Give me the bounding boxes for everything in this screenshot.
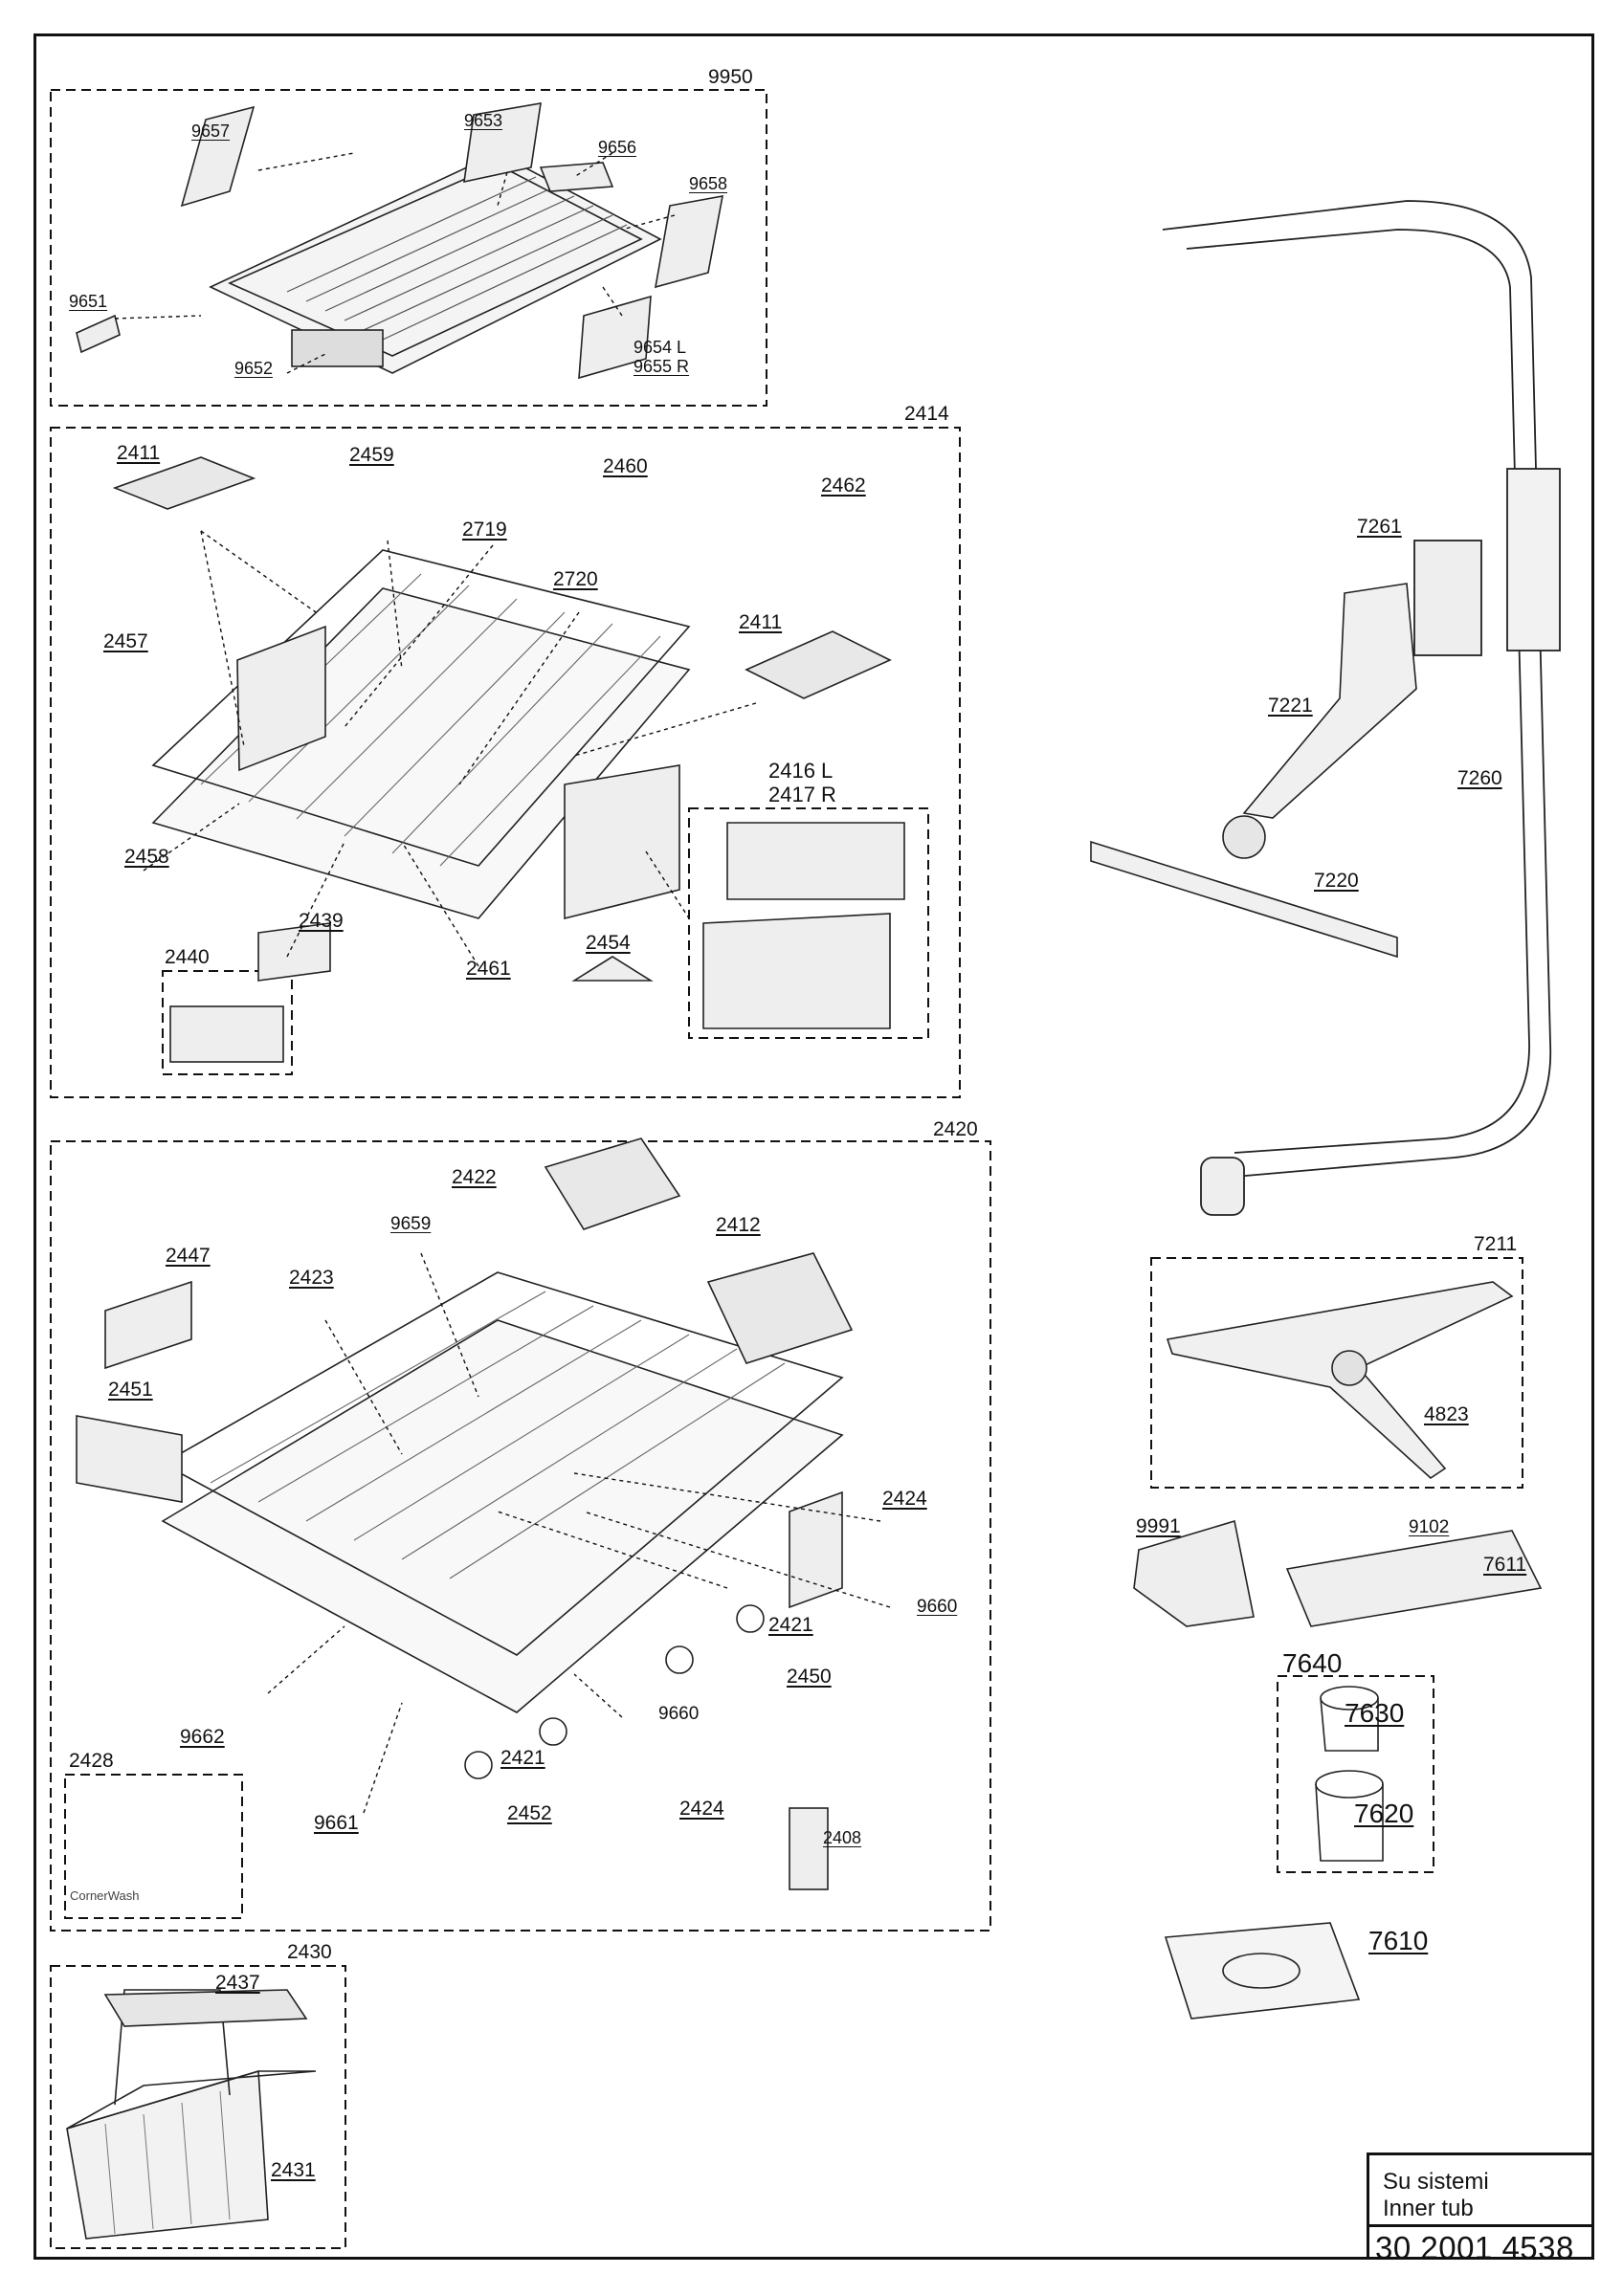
spray-arms <box>1090 583 1514 1480</box>
group-box-2416 <box>688 807 929 1039</box>
group-label-7211: 7211 <box>1474 1233 1518 1255</box>
group-box-2440 <box>162 970 293 1075</box>
part-label-7221: 7221 <box>1268 695 1313 717</box>
part-label-9661: 9661 <box>314 1812 359 1834</box>
part-label-2720: 2720 <box>553 568 598 590</box>
leader-lines-2420 <box>267 1252 891 1814</box>
part-label-2452: 2452 <box>507 1802 552 1824</box>
part-label-9653: 9653 <box>464 111 503 130</box>
group-label-2416: 2416 L <box>768 759 834 783</box>
part-label-7630: 7630 <box>1345 1698 1405 1728</box>
cutlery-basket-2430 <box>66 1989 317 2240</box>
part-label-2412: 2412 <box>716 1214 761 1236</box>
part-label-9102: 9102 <box>1409 1517 1450 1537</box>
cutlery-tray-9950 <box>76 102 724 380</box>
part-label-2447: 2447 <box>166 1245 211 1267</box>
part-label-2411-left: 2411 <box>117 442 161 464</box>
part-label-2454: 2454 <box>586 932 631 954</box>
part-label-9659: 9659 <box>390 1214 432 1234</box>
group-box-2430 <box>50 1965 346 2249</box>
part-label-2461: 2461 <box>466 958 511 980</box>
supply-pipe-7260 <box>1162 200 1561 1216</box>
group-label-2430: 2430 <box>287 1941 332 1963</box>
part-label-9658: 9658 <box>689 174 728 193</box>
group-box-2428 <box>64 1774 243 1919</box>
part-label-2458: 2458 <box>124 846 169 868</box>
part-label-7611: 7611 <box>1483 1554 1527 1576</box>
part-label-2431: 2431 <box>271 2159 316 2181</box>
upper-basket-2414 <box>112 456 905 1063</box>
group-box-7640 <box>1277 1675 1434 1873</box>
part-label-9652: 9652 <box>234 359 274 378</box>
part-label-9651: 9651 <box>69 292 108 311</box>
group-box-7211 <box>1150 1257 1523 1489</box>
part-label-2439: 2439 <box>299 910 344 932</box>
part-label-2424-left: 2424 <box>679 1798 724 1820</box>
part-label-2422: 2422 <box>452 1166 497 1188</box>
part-label-9654: 9654 L <box>634 338 687 357</box>
part-label-2411-right: 2411 <box>739 611 783 633</box>
part-label-9660-left: 9660 <box>658 1704 700 1724</box>
part-label-2421-right: 2421 <box>768 1614 813 1636</box>
part-label-2462: 2462 <box>821 475 866 497</box>
leader-lines-9950 <box>114 152 676 374</box>
group-box-9950 <box>50 89 767 407</box>
title-english: Inner tub <box>1383 2196 1474 2221</box>
group-box-2420 <box>50 1140 991 1932</box>
part-label-9991: 9991 <box>1136 1515 1181 1537</box>
group-box-2414 <box>50 427 961 1098</box>
part-label-2437: 2437 <box>215 1972 260 1994</box>
leader-lines-2414 <box>143 530 757 967</box>
part-label-2451: 2451 <box>108 1379 153 1401</box>
part-label-7620: 7620 <box>1354 1799 1414 1828</box>
part-label-7261: 7261 <box>1357 516 1402 538</box>
group-label-2417: 2417 R <box>768 783 836 806</box>
part-label-9656: 9656 <box>598 138 637 157</box>
brand-mark-cornerwash: CornerWash <box>70 1888 140 1903</box>
group-boxes <box>50 89 1523 2249</box>
group-label-7640: 7640 <box>1282 1648 1343 1678</box>
title-turkish: Su sistemi <box>1383 2169 1489 2195</box>
group-label-2428: 2428 <box>69 1750 114 1772</box>
drawing-frame <box>33 33 1594 2260</box>
title-divider <box>1369 2224 1594 2227</box>
part-label-2459: 2459 <box>349 444 394 466</box>
lower-basket-2420 <box>76 1137 854 1890</box>
part-label-2421-left: 2421 <box>500 1747 545 1769</box>
part-label-2457: 2457 <box>103 630 148 652</box>
group-label-2440: 2440 <box>165 946 210 968</box>
part-label-7260: 7260 <box>1457 767 1502 789</box>
group-label-9950: 9950 <box>708 66 753 88</box>
group-label-2414: 2414 <box>904 403 949 425</box>
group-label-2420: 2420 <box>933 1118 978 1140</box>
part-label-2450: 2450 <box>787 1666 832 1688</box>
part-label-2408: 2408 <box>823 1828 862 1847</box>
title-block: Su sistemi Inner tub 30 2001 4538 <box>1367 2152 1594 2265</box>
document-number: 30 2001 4538 <box>1375 2230 1574 2265</box>
part-label-9660-right: 9660 <box>917 1597 958 1617</box>
part-label-2719: 2719 <box>462 519 507 541</box>
part-label-9662: 9662 <box>180 1726 225 1748</box>
part-label-2423: 2423 <box>289 1267 334 1289</box>
filter-assembly <box>1133 1519 1543 2020</box>
part-label-4823: 4823 <box>1424 1403 1469 1425</box>
part-label-7220: 7220 <box>1314 870 1359 892</box>
part-label-7610: 7610 <box>1368 1926 1429 1955</box>
part-label-2424-right: 2424 <box>882 1488 927 1510</box>
part-label-2460: 2460 <box>603 455 648 477</box>
part-label-9657: 9657 <box>191 121 231 141</box>
part-label-9655: 9655 R <box>634 357 690 376</box>
